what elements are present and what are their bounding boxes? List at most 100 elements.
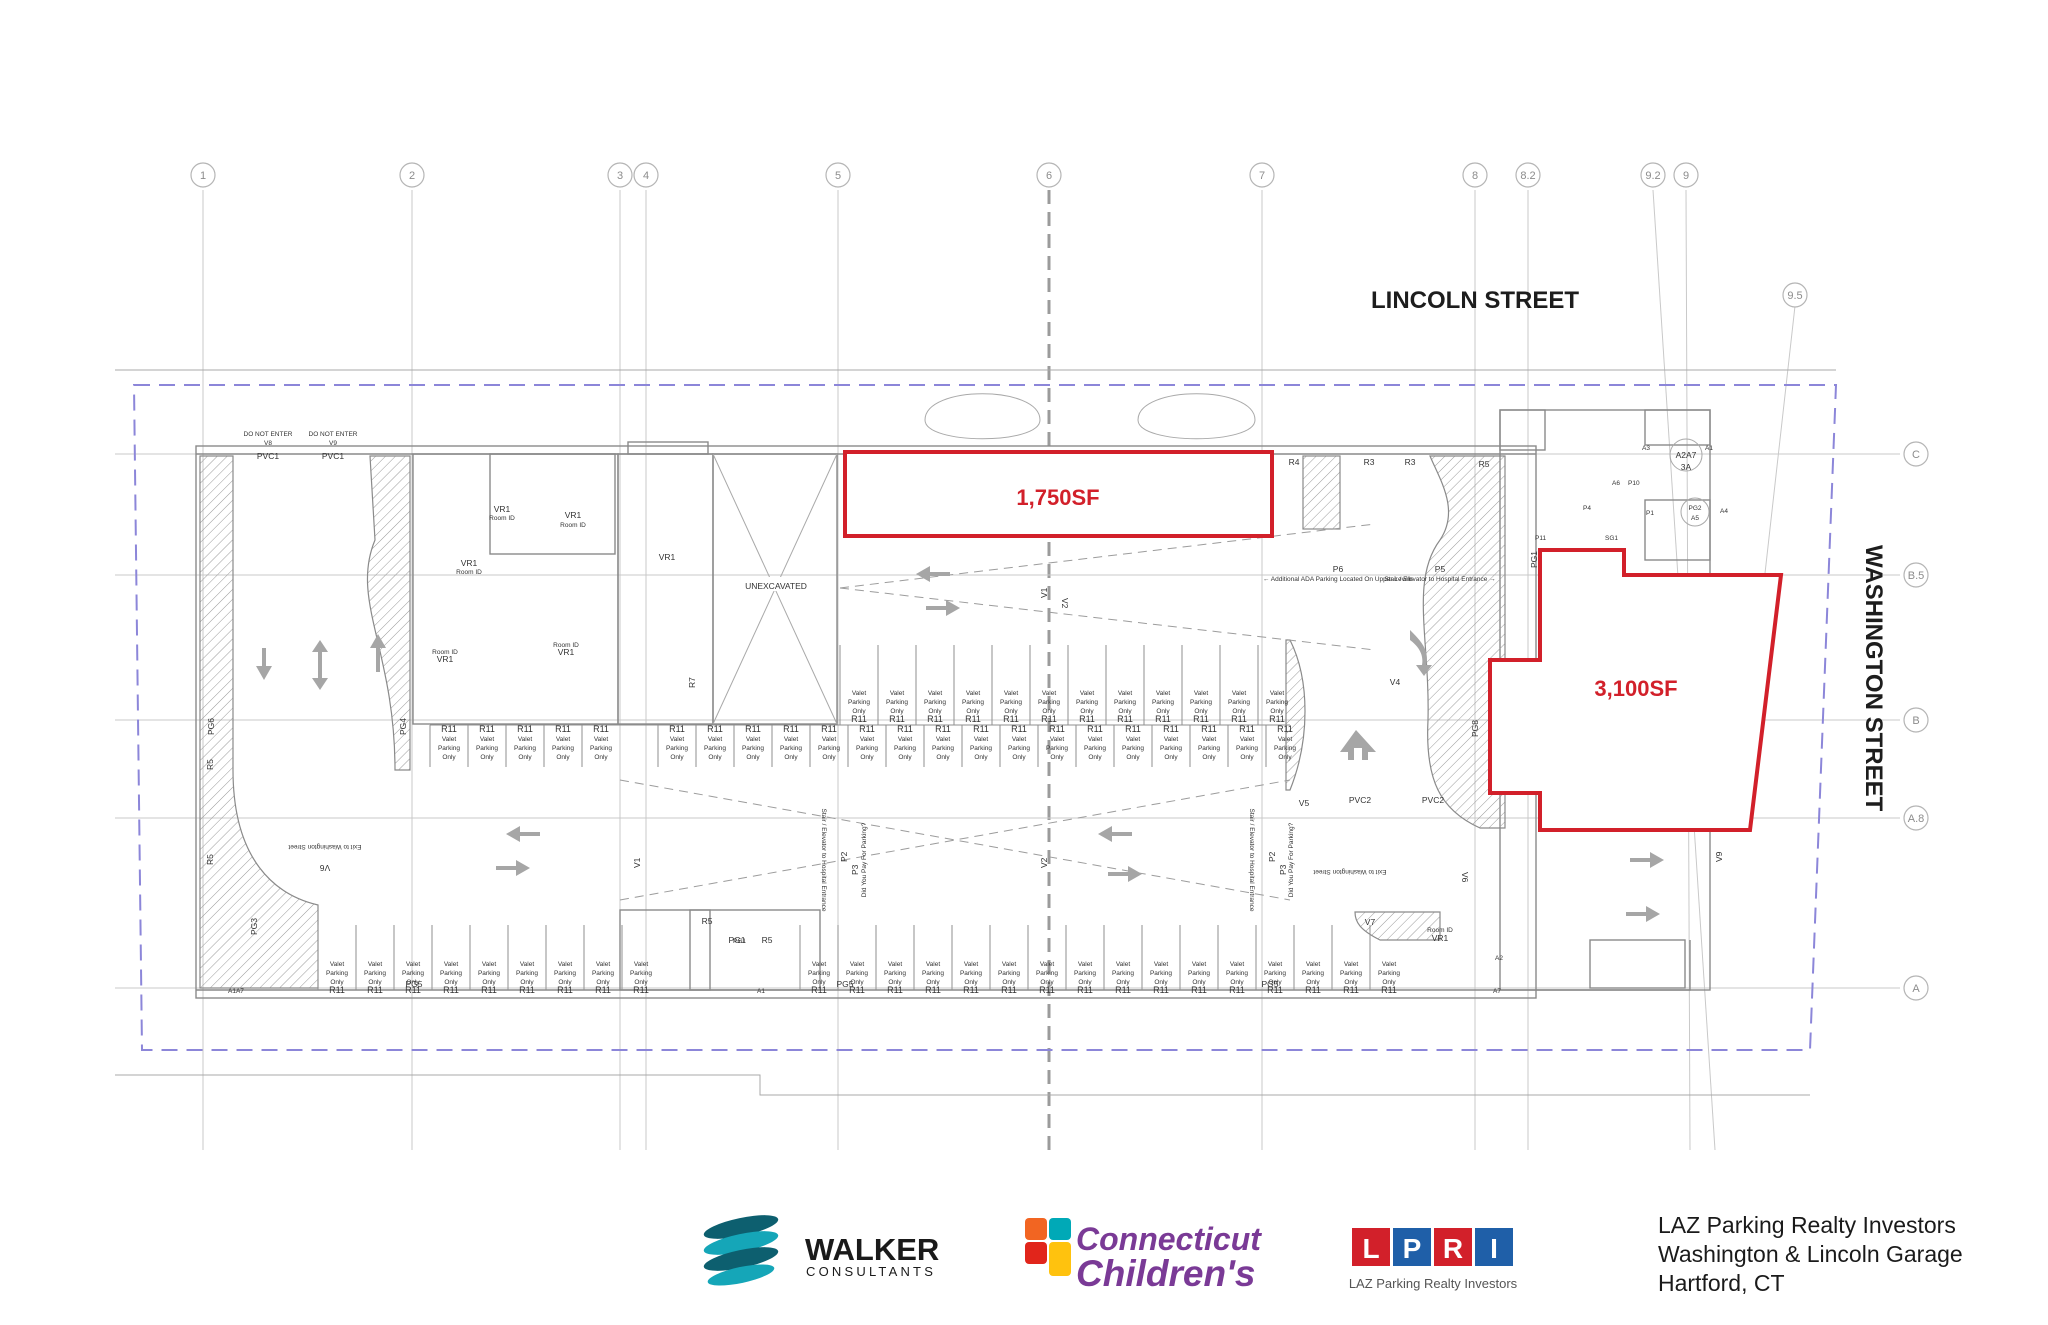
pay-text: Did You Pay For Parking?: [1288, 822, 1295, 897]
pg-sign: PG5: [1261, 979, 1278, 989]
arrow-updown-icon: [312, 640, 328, 690]
arrow-right-icon: [1630, 852, 1664, 868]
grid-label: 2: [409, 170, 415, 182]
street-label-lincoln: LINCOLN STREET: [1371, 287, 1579, 314]
stair-label: 3A: [1681, 462, 1692, 472]
v-sign: V5: [1299, 798, 1310, 808]
grid-label: B: [1912, 715, 1919, 727]
grid-label: 9.2: [1645, 170, 1660, 182]
row-bubbles: C B.5 B A.8 A: [1903, 441, 1929, 1001]
arrow-left-icon: [1098, 826, 1132, 842]
arrow-down-icon: [256, 648, 272, 680]
room-id-text: Room ID: [432, 649, 458, 656]
room-id-text: Room ID: [560, 522, 586, 529]
grid-label: C: [1912, 449, 1920, 461]
stair-label: P11: [1535, 535, 1546, 542]
stair-label: P4: [1583, 505, 1591, 512]
footer-line3: Hartford, CT: [1658, 1270, 1785, 1296]
lpri-letter: R: [1443, 1233, 1463, 1264]
stair-label: P1: [1646, 510, 1654, 517]
pg-sign: PG5: [405, 979, 422, 989]
lpri-sub: LAZ Parking Realty Investors: [1349, 1276, 1518, 1291]
pg-sign: PG4: [398, 718, 408, 735]
pg-sign: PG6: [206, 718, 216, 735]
stair-label: SG1: [1605, 535, 1618, 542]
stair-label: PG1: [733, 938, 746, 945]
ada-hatch: [1302, 455, 1341, 530]
v-sign: V2: [1060, 598, 1070, 609]
footer-line1: LAZ Parking Realty Investors: [1658, 1212, 1956, 1238]
exit-text: Exit to Washington Street: [288, 843, 361, 850]
street-label-washington: WASHINGTON STREET: [1860, 545, 1887, 812]
arrow-right-icon: [1108, 866, 1142, 882]
room-id: VR1: [437, 654, 454, 664]
exit-text: Exit to Washington Street: [1313, 868, 1386, 875]
ada-note-code: P6: [1333, 564, 1344, 574]
room-id-text: Room ID: [1427, 927, 1453, 934]
r-sign: R3: [1364, 457, 1375, 467]
stair-label: A3: [1642, 445, 1650, 452]
lpri-logo: L P R I LAZ Parking Realty Investors: [1349, 1228, 1518, 1291]
arrow-right-icon: [496, 860, 530, 876]
area-box-1750sf: [843, 450, 1274, 538]
grid-label: B.5: [1908, 570, 1925, 582]
grid-label: 8.2: [1520, 170, 1535, 182]
grid-label: 9.5: [1787, 290, 1802, 302]
grid-label: A.8: [1908, 813, 1925, 825]
grid-label: 7: [1259, 170, 1265, 182]
p-sign: P3: [850, 864, 860, 875]
unexcavated-area: UNEXCAVATED: [712, 453, 838, 725]
grid-label: 5: [835, 170, 841, 182]
grid-label: 8: [1472, 170, 1478, 182]
footer-line2: Washington & Lincoln Garage: [1658, 1241, 1963, 1267]
r-sign: R7: [687, 677, 697, 688]
stair-label: A4: [1720, 508, 1728, 515]
r-sign: R5: [205, 759, 215, 770]
p-sign: P2: [1267, 851, 1277, 862]
r-sign: R4: [1289, 457, 1300, 467]
stair-label: PG2: [1688, 505, 1701, 512]
column-bubbles: 1 2 3 4 5 6 7 8 8.2 9.2 9 9.5: [190, 162, 1808, 308]
turn-arrows-icon: [1340, 730, 1376, 760]
room-id-text: Room ID: [489, 515, 515, 522]
lpri-letter: P: [1403, 1233, 1422, 1264]
signage-codes: P2 P2 P3 P3 V1 V2 V1 V2 V4 V5 V6 V6 V7 V…: [205, 457, 1724, 989]
v-sign: V4: [1390, 677, 1401, 687]
area-label-1750sf: 1,750SF: [1016, 485, 1099, 510]
stair-label: A5: [1691, 515, 1699, 522]
stair-label: A1: [1705, 445, 1713, 452]
room-id: VR1: [659, 552, 676, 562]
stair-note-text: Stair / Elevator to Hospital Entrance →: [1384, 576, 1495, 583]
stair-annotations: A2A7 3A PG2 A5 A3 A1 A6 P10 A4 P1 P4 SG1…: [228, 438, 1728, 995]
stair-label: A1A7: [228, 988, 244, 995]
